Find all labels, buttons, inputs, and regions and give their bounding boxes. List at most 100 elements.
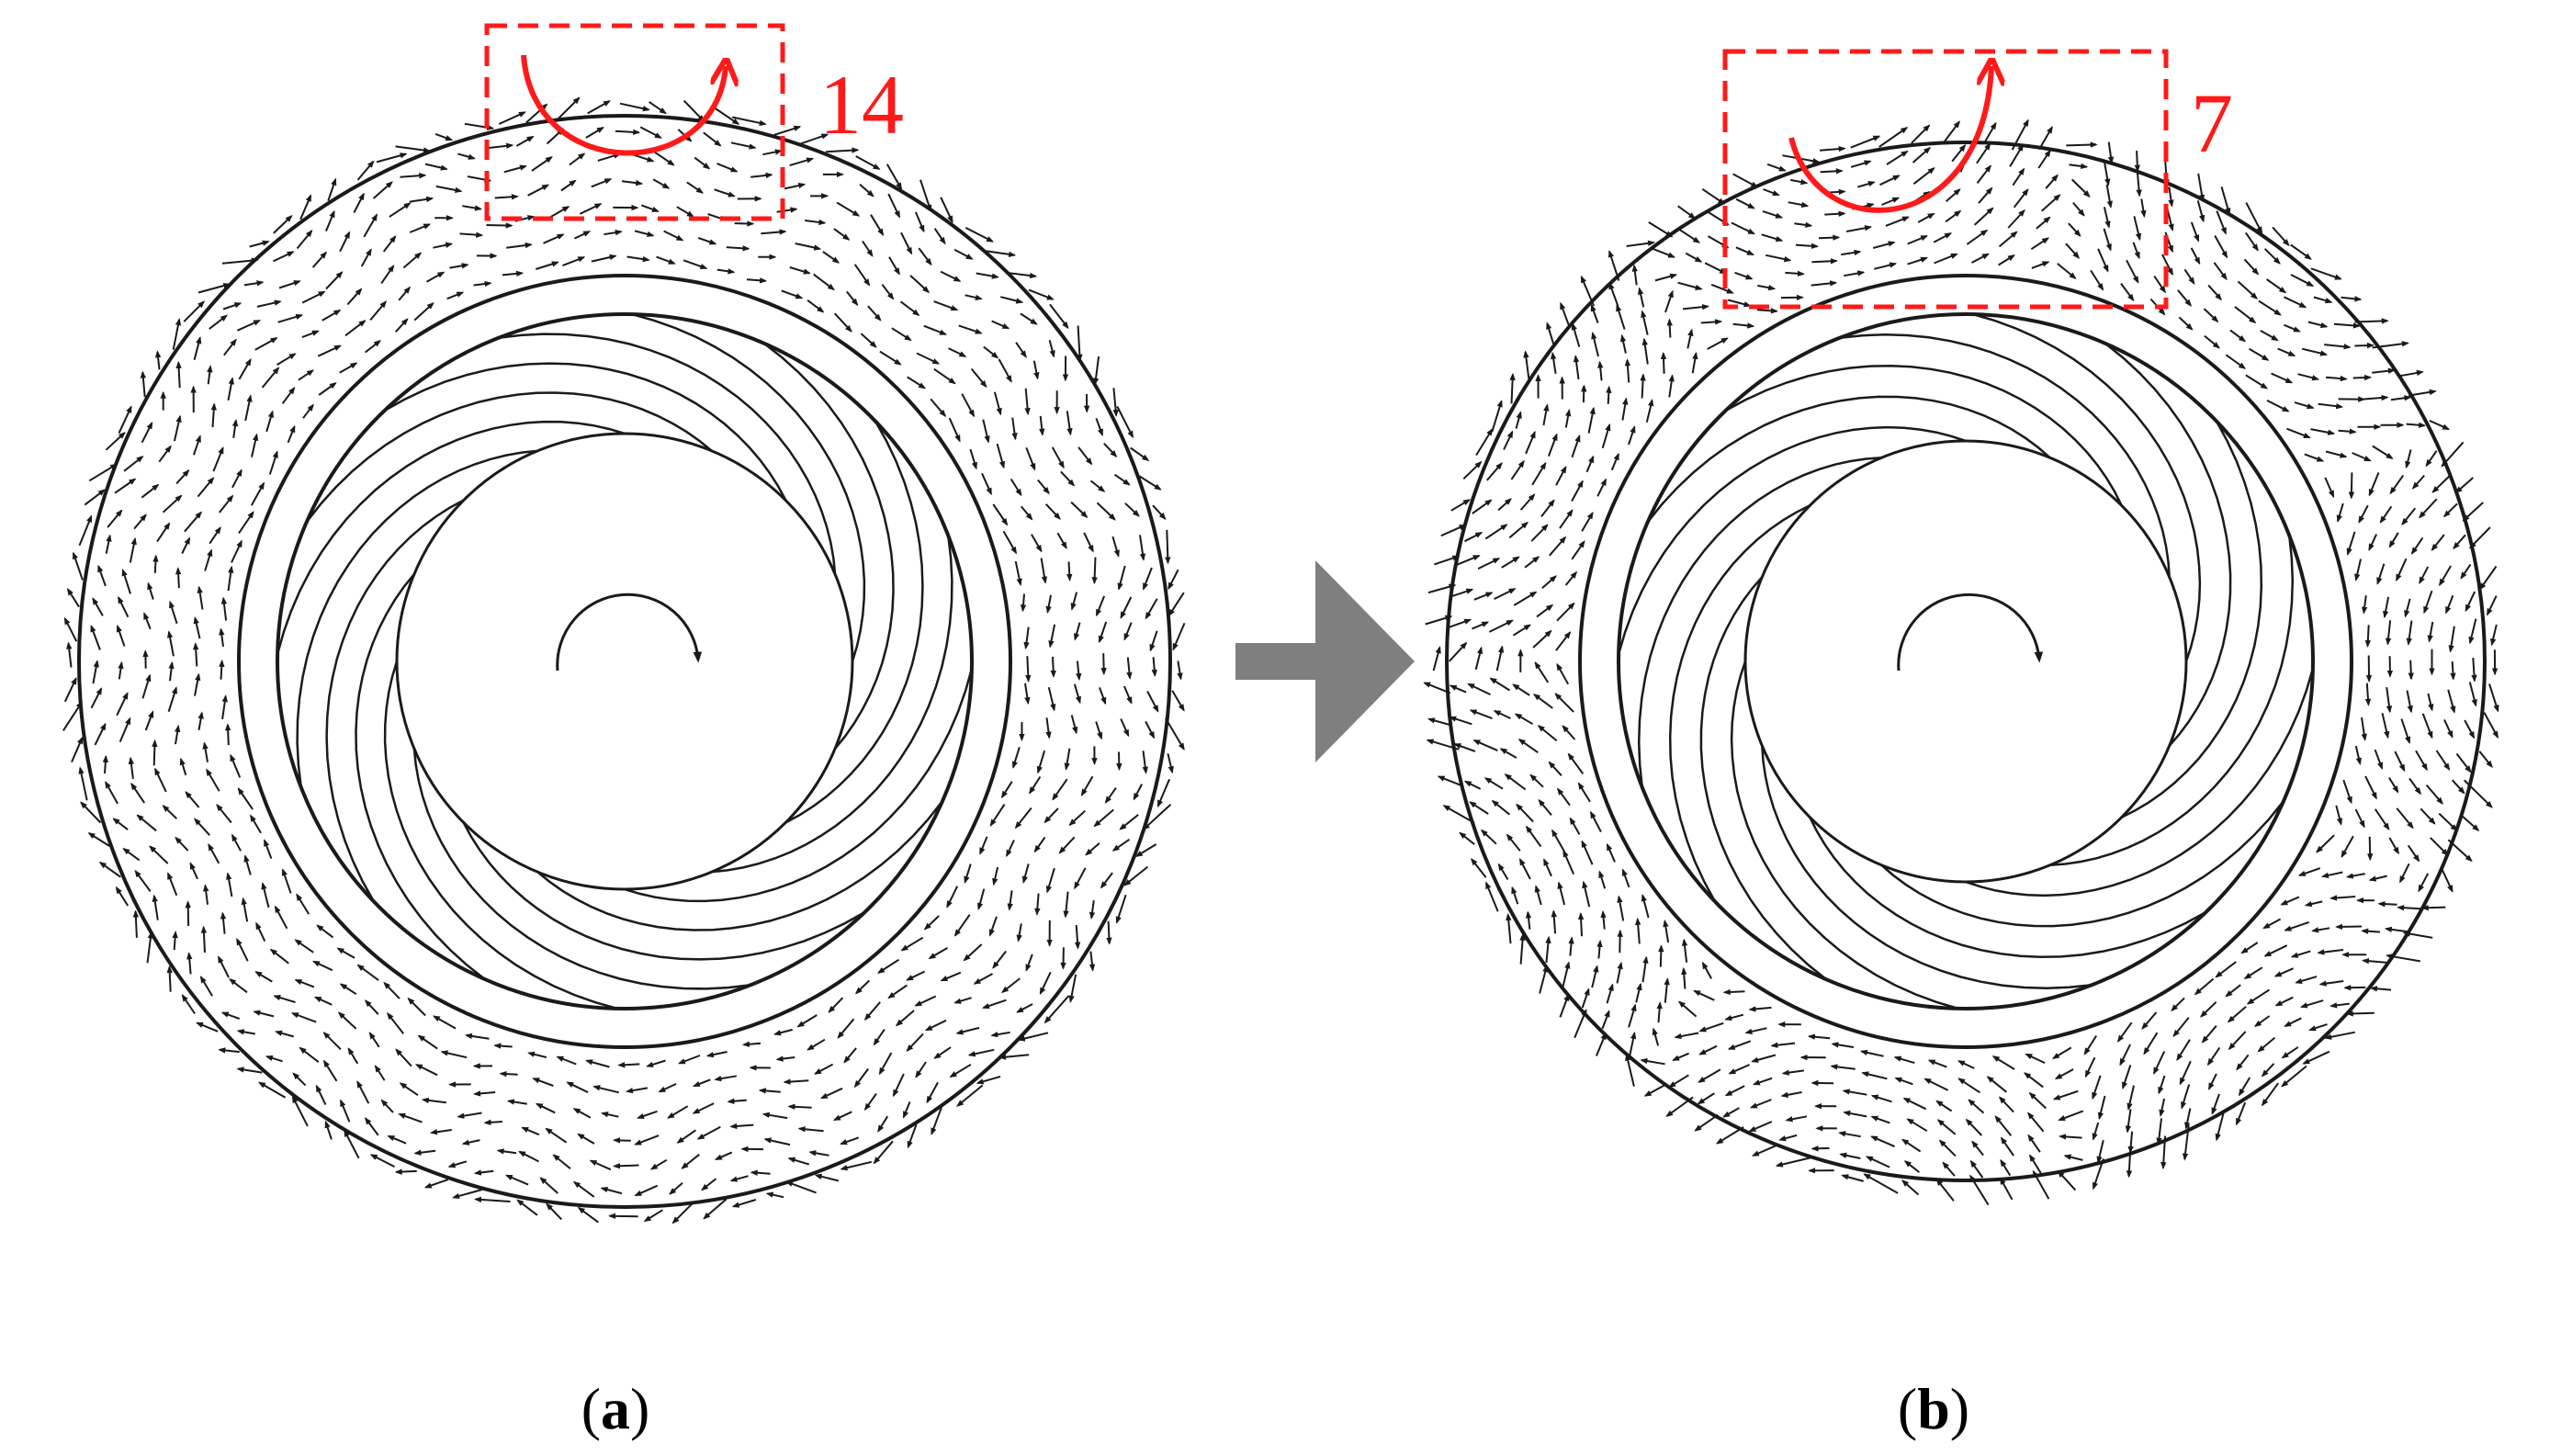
velocity-vector [219, 627, 225, 648]
velocity-vector [473, 1090, 496, 1097]
velocity-vector [1643, 1083, 1667, 1097]
velocity-vector [2431, 474, 2452, 493]
velocity-vector [2153, 275, 2166, 294]
velocity-vector [353, 192, 365, 213]
velocity-vector [783, 1078, 809, 1085]
velocity-vector [459, 231, 484, 238]
velocity-vector [1447, 618, 1472, 629]
velocity-vector [773, 125, 802, 136]
velocity-vector [269, 948, 289, 965]
velocity-vector [654, 151, 675, 166]
velocity-vector [2372, 367, 2396, 374]
velocity-vector [483, 1119, 502, 1126]
velocity-vector [1770, 1042, 1796, 1048]
velocity-vector [1172, 623, 1186, 651]
velocity-vector [1509, 372, 1516, 404]
velocity-vector [961, 393, 976, 418]
velocity-vector [870, 214, 885, 236]
velocity-vector [317, 344, 342, 357]
velocity-vector [261, 882, 270, 909]
velocity-vector [339, 1099, 351, 1123]
velocity-vector [2462, 502, 2484, 522]
velocity-vector [2225, 354, 2247, 369]
velocity-vector [1656, 1001, 1663, 1023]
velocity-vector [2238, 1077, 2251, 1097]
velocity-vector [2399, 863, 2410, 884]
velocity-vector [179, 757, 187, 776]
velocity-vector [1640, 373, 1646, 399]
velocity-vector [324, 1120, 333, 1140]
velocity-vector [278, 280, 301, 289]
velocity-vector [474, 1196, 511, 1203]
velocity-vector [591, 178, 613, 188]
velocity-vector [1126, 657, 1133, 680]
velocity-vector [1749, 1099, 1772, 1109]
velocity-vector [1785, 270, 1805, 277]
velocity-vector [273, 214, 293, 234]
velocity-vector [1707, 337, 1729, 350]
velocity-vector [2384, 926, 2408, 933]
velocity-vector [1464, 532, 1483, 543]
velocity-vector [2396, 807, 2414, 830]
velocity-vector [2071, 178, 2091, 198]
velocity-vector [895, 1010, 915, 1027]
velocity-vector [499, 1070, 518, 1078]
velocity-vector [996, 443, 1006, 469]
velocity-vector [813, 273, 835, 291]
velocity-vector [1073, 683, 1081, 705]
velocity-vector [1606, 842, 1616, 863]
velocity-vector [697, 236, 717, 245]
velocity-vector [948, 417, 961, 443]
casing-outer-circle-a [77, 114, 1172, 1209]
velocity-vector [1841, 249, 1862, 256]
velocity-vector [1795, 243, 1819, 249]
velocity-vector [859, 183, 874, 198]
velocity-vector [2178, 316, 2194, 331]
velocity-vector [364, 340, 381, 354]
velocity-vector [887, 984, 908, 999]
velocity-vector [440, 1050, 468, 1059]
velocity-vector [589, 1159, 612, 1171]
velocity-vector [181, 536, 191, 554]
velocity-vector [1009, 272, 1038, 279]
velocity-vector [1427, 717, 1452, 727]
velocity-vector [118, 717, 131, 742]
velocity-vector [493, 1043, 513, 1049]
velocity-vector [2420, 807, 2436, 825]
velocity-vector [1766, 163, 1787, 172]
velocity-vector [1591, 965, 1599, 988]
velocity-vector [1917, 212, 1935, 223]
velocity-vector [826, 147, 860, 153]
velocity-vector [2143, 1032, 2159, 1055]
velocity-vector [2431, 534, 2445, 552]
velocity-vector [1025, 446, 1036, 471]
velocity-vector [2140, 198, 2147, 219]
velocity-vector [1049, 303, 1069, 330]
velocity-vector [1870, 1115, 1890, 1124]
velocity-vector [2211, 1093, 2220, 1115]
velocity-vector [681, 1153, 700, 1169]
velocity-vector [2455, 752, 2472, 773]
velocity-vector [1957, 1078, 1980, 1094]
velocity-vector [1152, 504, 1167, 520]
velocity-vector [2395, 558, 2408, 582]
velocity-vector [1794, 221, 1813, 229]
velocity-vector [199, 976, 213, 997]
velocity-vector [1518, 857, 1531, 880]
velocity-vector [2374, 749, 2384, 770]
velocity-vector [2290, 243, 2312, 260]
velocity-vector [552, 1154, 571, 1169]
velocity-vector [2406, 690, 2413, 714]
velocity-vector [457, 152, 476, 160]
velocity-vector [2168, 186, 2174, 208]
velocity-vector [1545, 935, 1551, 964]
velocity-vector [255, 921, 266, 942]
velocity-vector [395, 145, 432, 153]
velocity-vector [1512, 683, 1530, 696]
velocity-vector [2277, 347, 2296, 357]
velocity-vector [900, 231, 913, 255]
velocity-vector [730, 141, 757, 150]
velocity-vector [649, 1158, 668, 1170]
velocity-vector [2068, 222, 2081, 237]
velocity-vector [1501, 556, 1520, 569]
